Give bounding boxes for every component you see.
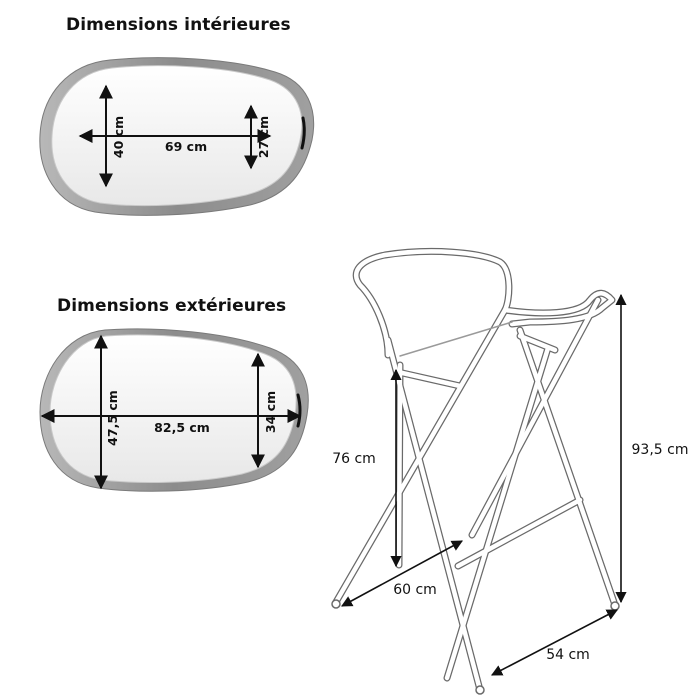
- folding-stand: [331, 247, 620, 695]
- exterior-width-small-label: 34 cm: [263, 391, 278, 433]
- depth-arrow: [491, 609, 618, 676]
- exterior-tub-basin: [49, 334, 297, 483]
- exterior-length-label: 82,5 cm: [154, 420, 210, 435]
- interior-tub: 69 cm 40 cm 27 cm: [39, 57, 315, 216]
- depth-label: 54 cm: [546, 647, 590, 663]
- total-height-label: 93,5 cm: [632, 442, 689, 458]
- stand-foot: [475, 685, 485, 695]
- exterior-tub: 82,5 cm 47,5 cm 34 cm: [39, 328, 309, 492]
- stand-foot: [610, 601, 620, 611]
- interior-tub-handle: [300, 116, 306, 150]
- stand-tubes: [333, 249, 618, 693]
- interior-width-small-label: 27 cm: [256, 116, 271, 158]
- front-width-arrow: [341, 540, 463, 607]
- stand-crossbar: [399, 321, 513, 357]
- interior-dimensions-heading: Dimensions intérieures: [66, 15, 291, 35]
- stand-dimensions: 76 cm 93,5 cm 60 cm 54 cm: [332, 293, 689, 676]
- interior-length-label: 69 cm: [165, 139, 207, 154]
- exterior-dimensions-heading: Dimensions extérieures: [57, 296, 287, 316]
- interior-width-large-label: 40 cm: [111, 116, 126, 158]
- seat-height-label: 76 cm: [332, 451, 376, 467]
- stand-foot: [331, 599, 341, 609]
- front-width-label: 60 cm: [393, 582, 437, 598]
- exterior-width-large-label: 47,5 cm: [105, 390, 120, 446]
